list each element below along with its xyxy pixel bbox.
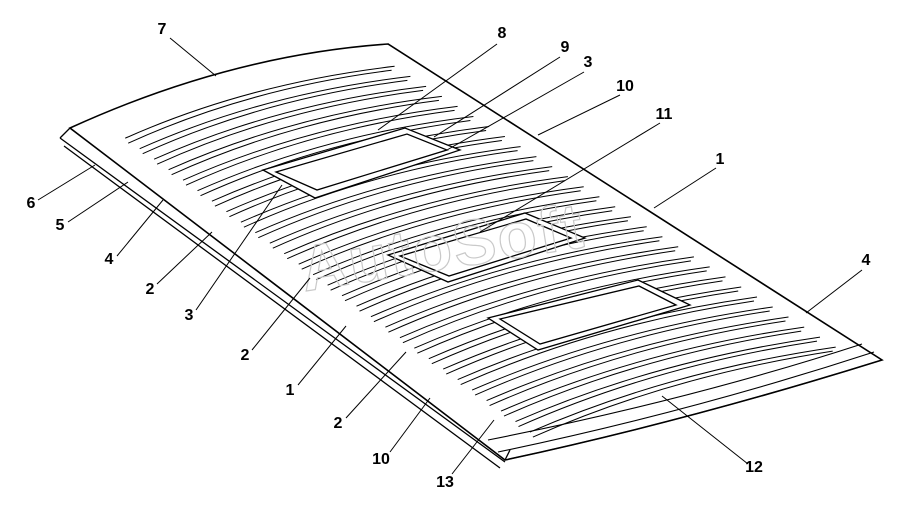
- leader-line-c8: [377, 43, 498, 131]
- roof-rib: [388, 250, 676, 333]
- leader-line-c7: [169, 37, 217, 77]
- front-edge-rail: [59, 127, 511, 469]
- leader-line-c6: [37, 164, 96, 201]
- leader-line-c3a: [446, 71, 585, 151]
- roof-rib: [243, 150, 518, 228]
- roof-rib: [373, 240, 660, 323]
- roof-rib: [139, 75, 411, 150]
- roof-rib: [402, 260, 691, 344]
- leader-line-c1b: [297, 325, 347, 386]
- roof-rib: [460, 300, 755, 386]
- leader-line-c1a: [653, 167, 717, 209]
- roof-rib: [124, 65, 395, 139]
- roof-rib: [486, 316, 789, 402]
- opening-inner: [498, 285, 678, 345]
- roof-rib: [301, 190, 581, 270]
- callout-number-c5: 5: [56, 217, 65, 234]
- roof-rib: [156, 89, 424, 165]
- leader-line-c3b: [195, 184, 283, 311]
- roof-rib: [200, 120, 471, 197]
- roof-rib: [370, 236, 663, 318]
- callout-number-c10a: 10: [616, 78, 634, 95]
- callout-number-c11: 11: [656, 106, 673, 123]
- leader-line-c13: [451, 419, 495, 475]
- callout-number-c2a: 2: [146, 281, 155, 298]
- callout-number-c9: 9: [561, 39, 570, 56]
- callout-number-c10b: 10: [372, 451, 390, 468]
- roof-rib: [298, 186, 584, 265]
- roof-rib: [168, 95, 442, 171]
- leader-line-c9: [433, 56, 561, 138]
- callout-number-c2b: 2: [241, 347, 250, 364]
- rear-edge-rail: [487, 343, 883, 461]
- sunroof-openings: [261, 127, 692, 351]
- roof-rib: [182, 105, 458, 181]
- roof-rib: [529, 346, 836, 433]
- roof-rib: [286, 180, 565, 260]
- roof-rib: [197, 116, 474, 192]
- callout-number-c3b: 3: [185, 307, 194, 324]
- roof-rib: [283, 176, 568, 255]
- leader-line-c11: [479, 122, 661, 233]
- leader-line-c12: [661, 395, 749, 465]
- callout-number-c1a: 1: [716, 151, 725, 168]
- callout-number-c4a: 4: [862, 252, 871, 269]
- roof-rib: [518, 340, 818, 428]
- roof-rib: [385, 246, 679, 328]
- callout-number-c4b: 4: [105, 251, 114, 268]
- roof-rib: [503, 330, 802, 417]
- leader-line-c4a: [805, 269, 863, 314]
- leader-line-c10b: [389, 397, 431, 453]
- callout-number-c12: 12: [745, 459, 763, 476]
- roof-rib: [515, 336, 821, 423]
- roof-rib: [532, 350, 833, 438]
- roof-rib: [171, 99, 439, 176]
- leader-line-c2a: [156, 231, 213, 285]
- roof-rib: [127, 69, 392, 144]
- leader-line-c2b: [251, 277, 311, 351]
- callout-number-c6: 6: [27, 195, 36, 212]
- roof-rib: [489, 320, 786, 407]
- roof-rib: [500, 326, 805, 412]
- roof-rib: [399, 256, 694, 339]
- callout-number-c8: 8: [498, 25, 507, 42]
- roof-rib: [315, 200, 597, 281]
- callout-number-c3a: 3: [584, 54, 593, 71]
- roof-rib: [414, 266, 710, 349]
- leader-line-c2c: [345, 351, 407, 419]
- roof-rib: [153, 85, 427, 160]
- roof-rib: [255, 156, 537, 234]
- callout-number-c1b: 1: [286, 382, 295, 399]
- leader-line-c5: [67, 181, 129, 223]
- leader-line-c10a: [537, 94, 621, 136]
- roof-rib: [474, 310, 770, 396]
- callout-number-c7: 7: [158, 21, 167, 38]
- roof-rib: [269, 166, 553, 244]
- leader-lines: [37, 37, 863, 475]
- leader-line-c4b: [116, 199, 164, 257]
- roof-rib: [471, 306, 773, 391]
- callout-number-c13: 13: [436, 474, 454, 491]
- roof-rib: [312, 196, 600, 276]
- roof-rib: [142, 79, 408, 155]
- roof-rib: [258, 160, 534, 239]
- callout-number-c2c: 2: [334, 415, 343, 432]
- opening-inner: [398, 218, 573, 277]
- roof-rib: [272, 170, 550, 249]
- roof-rib: [185, 109, 455, 186]
